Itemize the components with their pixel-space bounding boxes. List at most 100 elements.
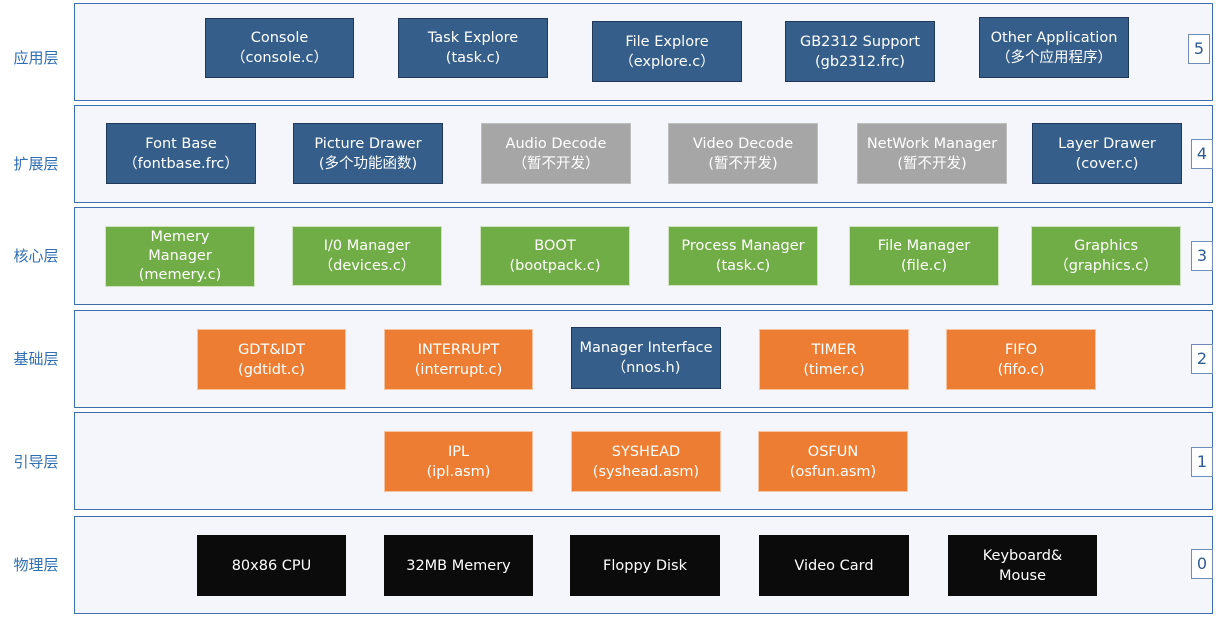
- module-text-line: （graphics.c）: [1054, 258, 1158, 274]
- core-layer-module: I/0 Manager （devices.c）: [292, 226, 442, 286]
- module-text-line: Memery: [150, 229, 210, 245]
- module-text-line: (暂不开发): [897, 155, 967, 172]
- physical-layer-module: 32MB Memery: [384, 535, 533, 596]
- base-layer-module: FIFO (fifo.c): [946, 329, 1096, 390]
- extension-layer-module: Font Base （fontbase.frc）: [106, 123, 256, 184]
- extension-layer-module: Picture Drawer (多个功能函数): [293, 123, 443, 184]
- application-layer-label: 应用层: [13, 49, 59, 67]
- core-layer-label: 核心层: [13, 247, 59, 265]
- module-text-line: (fifo.c): [997, 361, 1045, 378]
- module-text-line: (cover.c): [1075, 155, 1139, 172]
- module-text-line: （fontbase.frc）: [123, 155, 239, 172]
- module-text-line: （explore.c）: [619, 53, 715, 70]
- module-text-line: （暂不开发）: [512, 155, 600, 172]
- application-layer-module: File Explore （explore.c）: [592, 21, 742, 82]
- application-layer-module: Task Explore (task.c): [398, 18, 548, 78]
- extension-layer-label: 扩展层: [13, 155, 59, 173]
- module-text-line: Layer Drawer: [1058, 135, 1156, 152]
- module-text-line: File Explore: [625, 33, 709, 50]
- module-text-line: （console.c）: [231, 50, 328, 66]
- module-text-line: I/0 Manager: [323, 238, 411, 254]
- core-layer-number: 3: [1191, 241, 1213, 271]
- module-text-line: Mouse: [998, 567, 1047, 584]
- module-text-line: Graphics: [1073, 238, 1139, 254]
- physical-layer-module: Floppy Disk: [570, 535, 720, 596]
- module-text-line: (memery.c): [138, 267, 222, 283]
- base-layer-module: TIMER (timer.c): [759, 329, 909, 390]
- module-text-line: (gb2312.frc): [815, 53, 905, 70]
- base-layer-number: 2: [1191, 344, 1213, 374]
- boot-layer-number: 1: [1191, 447, 1213, 477]
- module-text-line: INTERRUPT: [417, 341, 500, 358]
- module-text-line: File Manager: [877, 238, 971, 254]
- module-text-line: (task.c): [715, 258, 771, 274]
- base-layer-module: GDT&IDT (gdtidt.c): [197, 329, 346, 390]
- core-layer-module: Graphics （graphics.c）: [1031, 226, 1181, 286]
- application-layer-number: 5: [1188, 34, 1210, 64]
- module-text-line: TIMER: [811, 341, 857, 358]
- module-text-line: (syshead.asm): [592, 463, 700, 480]
- module-text-line: Video Decode: [692, 135, 794, 152]
- module-text-line: (多个功能函数): [318, 155, 418, 172]
- module-text-line: IPL: [447, 443, 470, 460]
- boot-layer-module: OSFUN (osfun.asm): [758, 431, 908, 492]
- core-layer-module: File Manager (file.c): [849, 226, 999, 286]
- application-layer-module: Other Application （多个应用程序）: [979, 17, 1129, 78]
- module-text-line: Floppy Disk: [603, 557, 687, 574]
- core-layer-module: BOOT (bootpack.c): [480, 226, 630, 286]
- physical-layer-label: 物理层: [13, 556, 59, 574]
- module-text-line: GDT&IDT: [238, 341, 305, 358]
- module-text-line: (timer.c): [803, 361, 865, 378]
- module-text-line: （nnos.h): [611, 360, 681, 376]
- boot-layer-label: 引导层: [13, 453, 59, 471]
- base-layer-module: INTERRUPT (interrupt.c): [384, 329, 533, 390]
- module-text-line: (interrupt.c): [414, 361, 503, 378]
- extension-layer-module: Video Decode (暂不开发): [668, 123, 818, 184]
- module-text-line: （devices.c）: [318, 258, 416, 274]
- module-text-line: (ipl.asm): [426, 463, 491, 480]
- physical-layer-module: 80x86 CPU: [197, 535, 346, 596]
- extension-layer-panel: [74, 105, 1213, 203]
- base-layer-label: 基础层: [13, 350, 59, 368]
- core-layer-module: Process Manager (task.c): [668, 226, 818, 286]
- boot-layer-module: SYSHEAD (syshead.asm): [571, 431, 721, 492]
- module-text-line: (暂不开发): [708, 155, 778, 172]
- core-layer-panel: [74, 207, 1213, 305]
- module-text-line: Picture Drawer: [314, 135, 422, 152]
- base-layer-module: Manager Interface （nnos.h): [571, 327, 721, 389]
- extension-layer-module: Audio Decode （暂不开发）: [481, 123, 631, 184]
- module-text-line: Console: [250, 30, 309, 46]
- extension-layer-number: 4: [1191, 139, 1213, 169]
- module-text-line: NetWork Manager: [866, 135, 998, 152]
- module-text-line: 80x86 CPU: [231, 557, 312, 574]
- module-text-line: SYSHEAD: [611, 443, 681, 460]
- module-text-line: FIFO: [1004, 341, 1038, 358]
- application-layer-module: GB2312 Support (gb2312.frc): [785, 21, 935, 82]
- boot-layer-module: IPL (ipl.asm): [384, 431, 533, 492]
- module-text-line: Audio Decode: [505, 135, 607, 152]
- physical-layer-module: Video Card: [759, 535, 909, 596]
- module-text-line: （多个应用程序）: [996, 49, 1112, 66]
- module-text-line: GB2312 Support: [799, 33, 920, 50]
- physical-layer-number: 0: [1191, 549, 1213, 579]
- module-text-line: (task.c): [445, 50, 501, 66]
- module-text-line: (bootpack.c): [509, 258, 601, 274]
- module-text-line: BOOT: [534, 238, 576, 254]
- module-text-line: Manager: [148, 248, 212, 264]
- module-text-line: (osfun.asm): [789, 463, 877, 480]
- extension-layer-module: NetWork Manager (暂不开发): [857, 123, 1007, 184]
- module-text-line: Task Explore: [427, 30, 519, 46]
- module-text-line: (gdtidt.c): [238, 361, 305, 378]
- extension-layer-module: Layer Drawer (cover.c): [1032, 123, 1182, 184]
- module-text-line: Font Base: [145, 135, 217, 152]
- module-text-line: Video Card: [794, 557, 874, 574]
- application-layer-module: Console （console.c）: [205, 18, 354, 78]
- physical-layer-module: Keyboard&Mouse: [948, 535, 1097, 596]
- module-text-line: Process Manager: [681, 238, 805, 254]
- module-text-line: (file.c): [901, 258, 947, 274]
- module-text-line: Other Application: [990, 29, 1118, 46]
- module-text-line: OSFUN: [807, 443, 859, 460]
- module-text-line: Manager Interface: [579, 340, 713, 356]
- module-text-line: Keyboard&: [982, 547, 1063, 564]
